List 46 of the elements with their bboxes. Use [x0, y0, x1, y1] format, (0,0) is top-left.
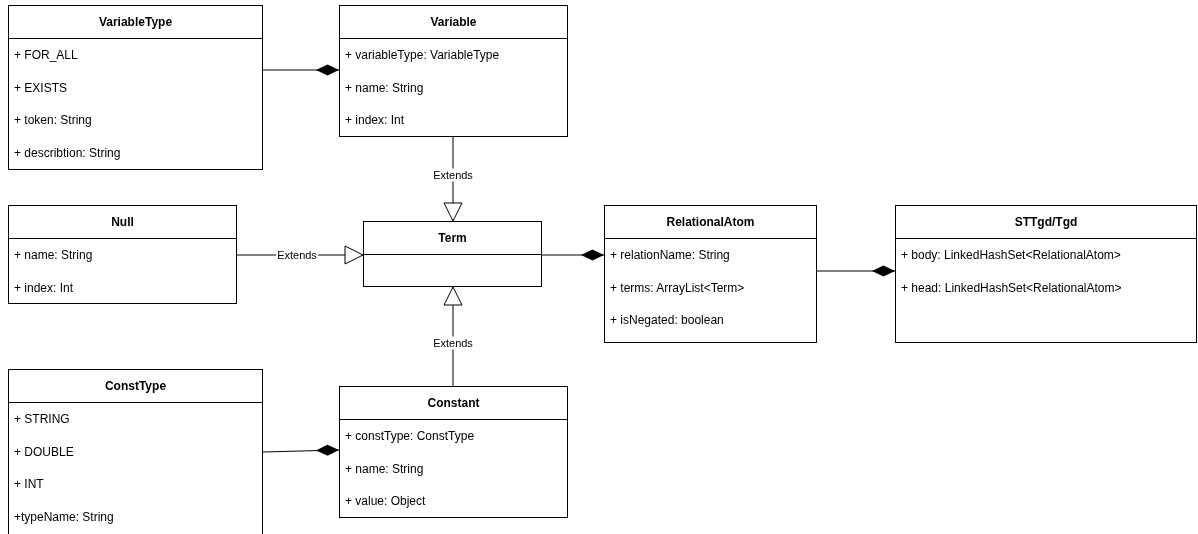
class-box: [339, 386, 568, 518]
attribute-text: +typeName: String: [14, 509, 114, 524]
class-box: [8, 205, 237, 304]
class-box: [8, 369, 263, 534]
attribute-text: + name: String: [345, 461, 424, 476]
attribute-text: + STRING: [14, 412, 70, 427]
class-name: VariableType: [98, 15, 173, 29]
attribute-text: + index: Int: [14, 280, 74, 295]
attribute-text: + EXISTS: [14, 80, 68, 95]
class-name: ConstType: [104, 379, 167, 393]
class-box: [363, 221, 542, 287]
class-name: Null: [111, 215, 134, 229]
attribute-text: + token: String: [14, 113, 92, 128]
attribute-text: + DOUBLE: [14, 444, 74, 459]
composition-connector: [262, 444, 340, 456]
composition-connector: [816, 265, 896, 277]
attribute-text: + value: Object: [345, 494, 426, 509]
class-name: Variable: [430, 15, 477, 29]
class-box: [604, 205, 817, 343]
attribute-text: + terms: ArrayList<Term>: [610, 280, 745, 295]
edge-label: Extends: [432, 168, 474, 182]
attribute-text: + index: Int: [345, 113, 405, 128]
class-name: STTgd/Tgd: [1014, 215, 1078, 229]
class-name: Term: [438, 231, 467, 245]
composition-connector: [541, 249, 605, 261]
attribute-text: + name: String: [14, 248, 93, 263]
attribute-text: + INT: [14, 477, 44, 492]
class-box: [339, 5, 568, 137]
attribute-text: + relationName: String: [610, 248, 730, 263]
attribute-text: + constType: ConstType: [345, 429, 475, 444]
attribute-text: + describtion: String: [14, 145, 121, 160]
edge-label: Extends: [432, 336, 474, 349]
attribute-text: + variableType: VariableType: [345, 48, 500, 63]
class-box: [8, 5, 263, 170]
attribute-text: + name: String: [345, 80, 424, 95]
class-box: [895, 205, 1197, 343]
edge-label: Extends: [276, 248, 318, 262]
inheritance-arrow: [443, 136, 463, 222]
class-name: Constant: [427, 396, 480, 410]
inheritance-arrow: [443, 286, 463, 387]
attribute-text: + FOR_ALL: [14, 48, 78, 63]
class-name: RelationalAtom: [666, 215, 755, 229]
attribute-text: + isNegated: boolean: [610, 313, 724, 328]
attribute-text: + body: LinkedHashSet<RelationalAtom>: [901, 248, 1121, 263]
composition-connector: [262, 64, 340, 76]
attribute-text: + head: LinkedHashSet<RelationalAtom>: [901, 280, 1122, 295]
